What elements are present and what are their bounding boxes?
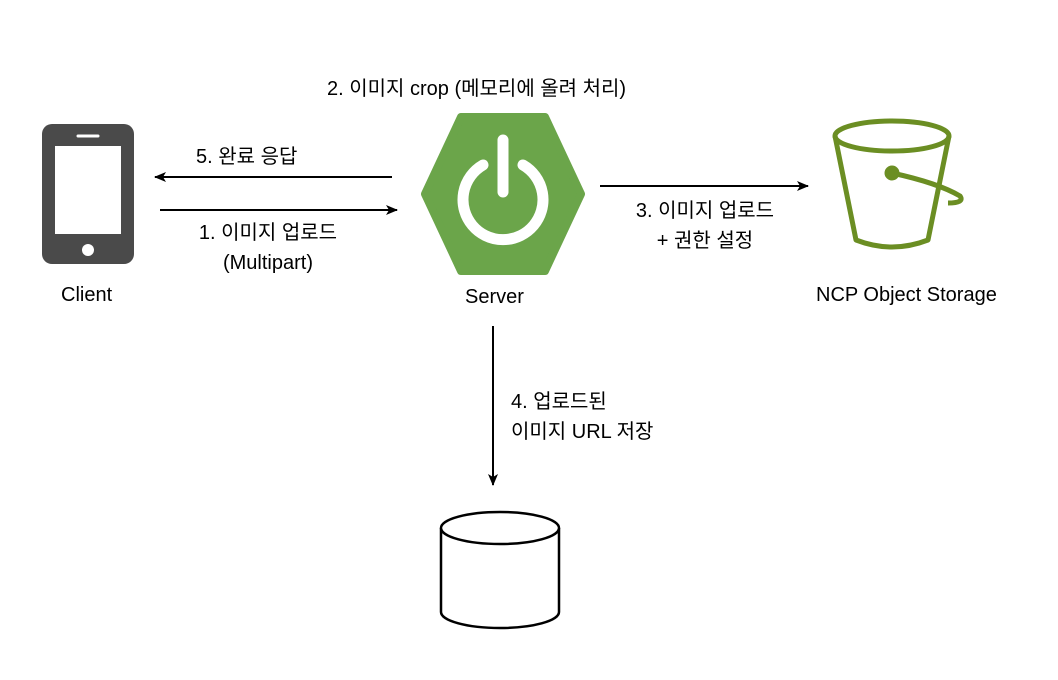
bucket-icon	[832, 118, 964, 250]
step1-label: 1. 이미지 업로드 (Multipart)	[168, 218, 368, 278]
step4-label: 4. 업로드된 이미지 URL 저장	[511, 387, 653, 447]
spring-power-icon	[421, 113, 585, 275]
step3-line1: 3. 이미지 업로드	[635, 200, 775, 222]
step2-label: 2. 이미지 crop (메모리에 올려 처리)	[327, 78, 627, 100]
storage-label: NCP Object Storage	[816, 284, 997, 306]
client-label: Client	[61, 284, 113, 306]
step3-label: 3. 이미지 업로드 + 권한 설정	[605, 196, 805, 256]
step4-line2: 이미지 URL 저장	[511, 421, 654, 443]
server-label: Server	[465, 286, 524, 308]
smartphone-icon	[42, 124, 134, 264]
step1-line1: 1. 이미지 업로드	[198, 222, 338, 244]
database-cylinder-icon	[439, 510, 561, 630]
step3-line2: + 권한 설정	[656, 230, 754, 252]
step4-line1: 4. 업로드된	[511, 391, 607, 413]
step1-line2: (Multipart)	[222, 252, 313, 274]
step5-label: 5. 완료 응답	[196, 146, 298, 168]
